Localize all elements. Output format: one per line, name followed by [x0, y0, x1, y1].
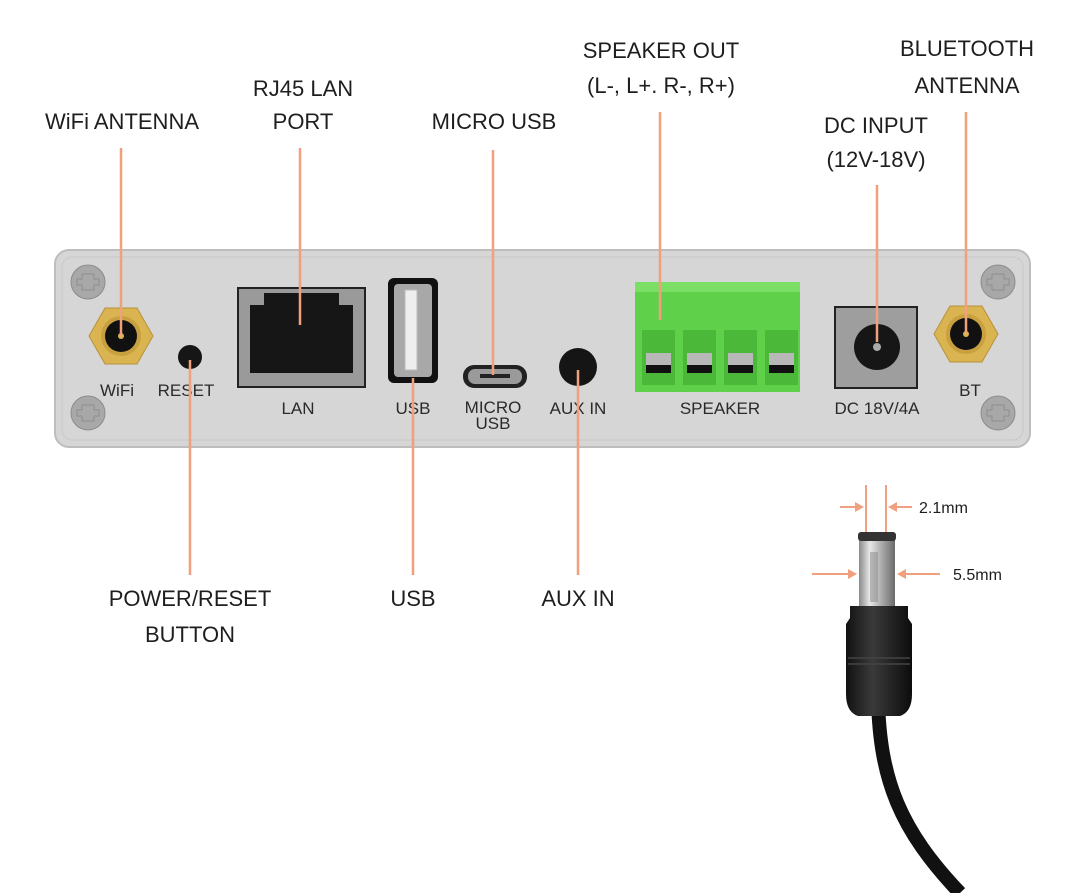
screw-icon	[70, 264, 106, 300]
screw-icon	[980, 395, 1016, 431]
speaker-terminal-block	[635, 282, 800, 392]
micro-usb-port	[463, 365, 527, 388]
callout-dc-line1: DC INPUT	[824, 113, 928, 138]
panel-label-lan: LAN	[281, 399, 314, 418]
panel-label-dc: DC 18V/4A	[834, 399, 920, 418]
usb-port	[388, 278, 438, 383]
aux-in-jack	[559, 348, 597, 386]
panel-label-wifi: WiFi	[100, 381, 134, 400]
dimension-arrows	[812, 485, 940, 579]
callout-dc-line2: (12V-18V)	[826, 147, 925, 172]
callout-power-line2: BUTTON	[145, 622, 235, 647]
lan-port	[237, 287, 366, 388]
callout-bt-line1: BLUETOOTH	[900, 36, 1034, 61]
callout-speaker-line1: SPEAKER OUT	[583, 38, 739, 63]
screw-icon	[70, 395, 106, 431]
callout-rj45-line2: PORT	[273, 109, 334, 134]
callout-power-line1: POWER/RESET	[109, 586, 272, 611]
dc-plug-illustration	[846, 532, 966, 893]
dc-input-jack	[834, 306, 918, 389]
panel-label-bt: BT	[959, 381, 981, 400]
plug-inner-diameter: 2.1mm	[919, 500, 968, 517]
panel-label-micro-usb-line1: MICRO	[465, 398, 522, 417]
screw-icon	[980, 264, 1016, 300]
callout-rj45-line1: RJ45 LAN	[253, 76, 353, 101]
callout-micro-usb: MICRO USB	[432, 109, 557, 134]
reset-button[interactable]	[178, 345, 202, 369]
panel-label-speaker: SPEAKER	[680, 399, 760, 418]
plug-outer-diameter: 5.5mm	[953, 567, 1002, 584]
callout-bt-line2: ANTENNA	[914, 73, 1019, 98]
callout-usb: USB	[390, 586, 435, 611]
callout-wifi-antenna: WiFi ANTENNA	[45, 109, 199, 134]
panel-label-reset: RESET	[158, 381, 215, 400]
callout-lines	[119, 112, 968, 575]
callout-aux-in: AUX IN	[541, 586, 614, 611]
callout-speaker-line2: (L-, L+. R-, R+)	[587, 73, 735, 98]
panel-label-micro-usb-line2: USB	[476, 414, 511, 433]
